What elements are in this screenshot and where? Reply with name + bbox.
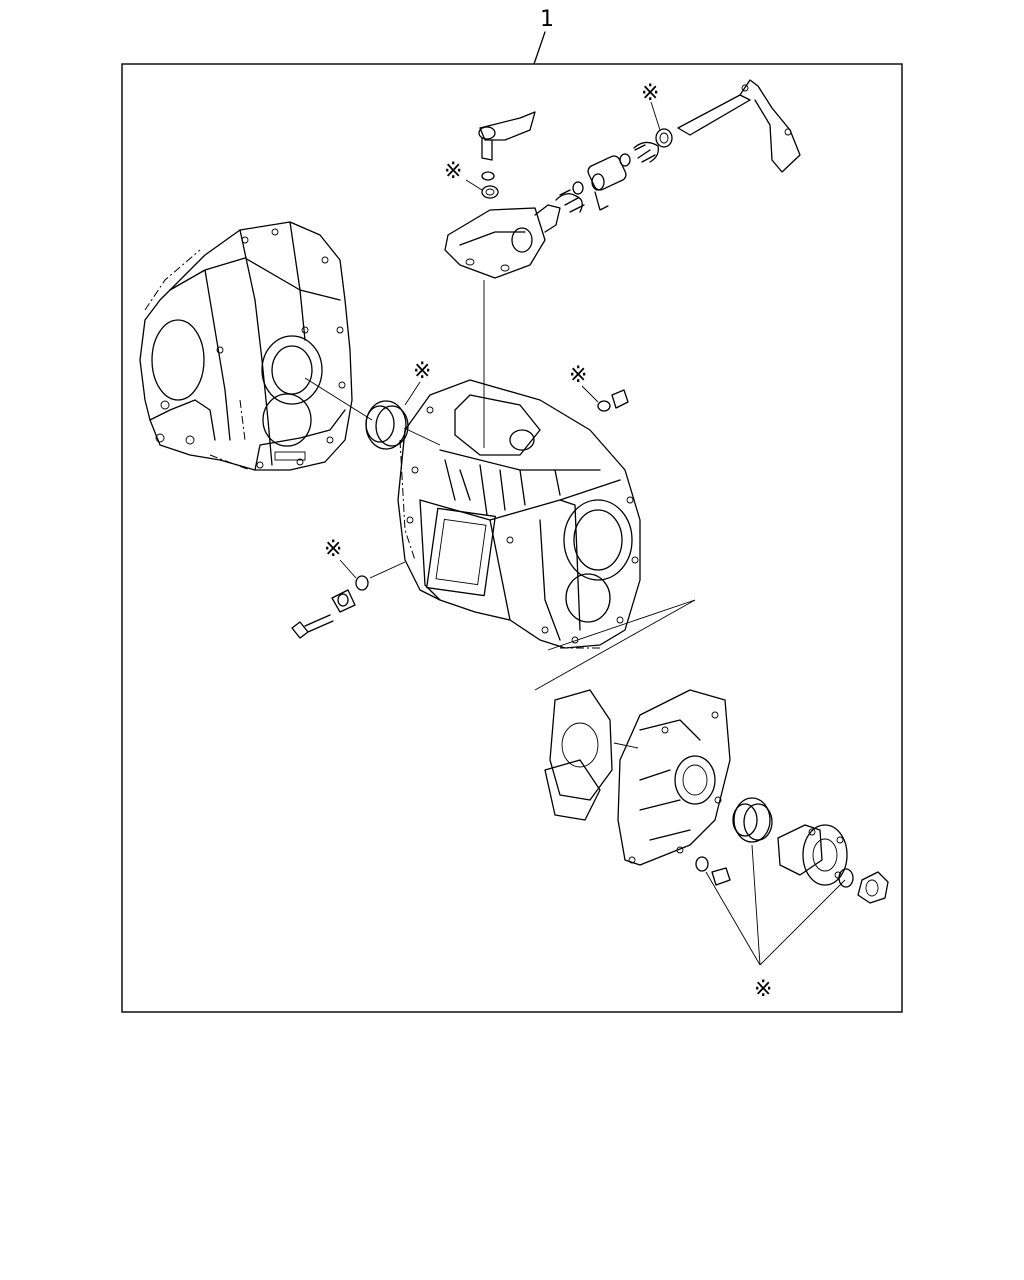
transmission-case bbox=[397, 379, 641, 649]
seal-marker-shift-lever: ※ bbox=[444, 159, 462, 184]
rear-extension-assembly bbox=[534, 599, 731, 866]
drain-plug bbox=[597, 389, 629, 412]
clutch-housing bbox=[139, 221, 353, 471]
seal-marker-drain-plug: ※ bbox=[569, 363, 587, 388]
seal-marker-leaders bbox=[705, 844, 846, 966]
seal-marker-shift-shaft: ※ bbox=[641, 81, 659, 106]
callout-leader bbox=[533, 31, 546, 65]
callout-number: 1 bbox=[540, 7, 554, 32]
seal-marker-rear-flange: ※ bbox=[754, 977, 772, 1002]
input-oil-seal bbox=[304, 377, 441, 450]
rear-flange-assembly bbox=[695, 797, 889, 904]
shift-control-assembly bbox=[444, 79, 801, 448]
seal-marker-side-bolt: ※ bbox=[324, 537, 342, 562]
seal-marker-input-seal: ※ bbox=[413, 359, 431, 384]
assembly-frame bbox=[121, 63, 903, 1013]
side-bolt-assembly bbox=[291, 561, 406, 639]
